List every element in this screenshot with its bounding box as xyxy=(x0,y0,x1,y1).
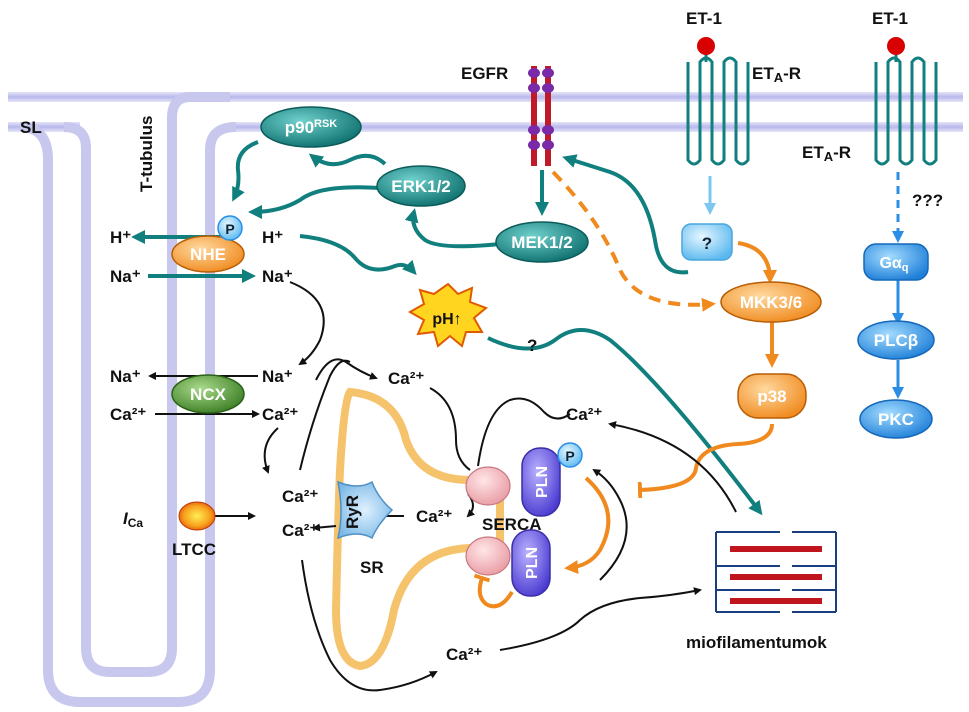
mkk-label: MKK3/6 xyxy=(740,293,802,312)
myofilaments xyxy=(715,531,837,613)
myofilaments-label: miofilamentumok xyxy=(686,633,827,652)
pln-top: PLN xyxy=(521,447,561,517)
unknown-qqq-label: ??? xyxy=(912,191,943,210)
nhe-label: NHE xyxy=(190,245,226,264)
na-left-label: Na⁺ xyxy=(110,267,141,286)
plcb-label: PLCβ xyxy=(874,331,918,350)
p38-node: p38 xyxy=(737,373,807,419)
eta-receptor-2 xyxy=(874,37,938,166)
pln-top-label: PLN xyxy=(534,466,551,498)
erk-label: ERK1/2 xyxy=(391,177,451,196)
h-left-label: H⁺ xyxy=(110,228,131,247)
mek-node: MEK1/2 xyxy=(495,221,589,263)
et1-ligand-1 xyxy=(697,37,715,55)
ryr-label: RyR xyxy=(343,495,362,529)
unknown-q-label: ? xyxy=(527,336,537,355)
arrow-na-to-ncx xyxy=(289,281,325,366)
arrow-p90rsk-to-nhe xyxy=(232,140,259,202)
arrow-h-to-ph xyxy=(299,234,417,275)
h-right-label: H⁺ xyxy=(262,228,283,247)
line-ca-up xyxy=(299,359,351,471)
eta-receptor-1 xyxy=(686,37,750,166)
q-box-label: ? xyxy=(702,234,712,253)
na-ncx-right-label: Na⁺ xyxy=(262,367,293,386)
arrow-erk-to-p90rsk xyxy=(308,153,387,168)
sr-label: SR xyxy=(360,558,384,577)
pln-bottom: PLN xyxy=(511,529,551,597)
pln-bottom-label: PLN xyxy=(524,547,541,579)
p-pln-label: P xyxy=(565,448,574,464)
egfr-receptor xyxy=(528,66,554,166)
ica-label: ICa xyxy=(123,509,143,530)
arrow-ca-to-top xyxy=(315,358,378,381)
erk-node: ERK1/2 xyxy=(376,165,466,207)
ca-ncx-right-label: Ca²⁺ xyxy=(262,405,298,424)
ltcc-label: LTCC xyxy=(172,540,216,559)
et1-label-1: ET-1 xyxy=(686,9,722,28)
p-label: P xyxy=(225,221,234,237)
et1-ligand-2 xyxy=(887,37,905,55)
ncx-node: NCX xyxy=(171,374,245,414)
arrow-pln-cycle xyxy=(564,476,611,575)
svg-text:Gαq: Gαq xyxy=(879,255,908,274)
nhe-node: NHE xyxy=(171,235,245,273)
serca-pump-bottom xyxy=(465,536,511,576)
ca-bottom-label: Ca²⁺ xyxy=(446,645,482,664)
et1-label-2: ET-1 xyxy=(872,9,908,28)
ca-ncx-left-label: Ca²⁺ xyxy=(110,405,146,424)
arrow-erk-to-nhe xyxy=(248,185,381,219)
arrow-ryr-release xyxy=(312,523,337,532)
inhibit-p38-to-pln xyxy=(637,423,774,499)
arrow-pln-cycle-black xyxy=(592,468,628,581)
eta-r-label-side: ETA-R xyxy=(802,143,851,164)
ltcc-node xyxy=(178,501,216,531)
mkk36-node: MKK3/6 xyxy=(720,281,822,323)
serca-pump-top xyxy=(465,466,511,506)
ryr-channel: RyR xyxy=(336,480,394,540)
na-ncx-left-label: Na⁺ xyxy=(110,367,141,386)
eta-r-label-top: ETA-R xyxy=(752,64,801,85)
p38-label: p38 xyxy=(757,387,786,406)
line-serca-to-ca xyxy=(477,397,571,467)
ca-ryr-label-1: Ca²⁺ xyxy=(282,487,318,506)
ca-right-label: Ca²⁺ xyxy=(566,405,602,424)
sl-label: SL xyxy=(20,118,42,137)
arrow-ca-down xyxy=(262,427,279,474)
sarcolemma-membrane xyxy=(8,92,963,707)
na-right-label: Na⁺ xyxy=(262,267,293,286)
unknown-mediator-box: ? xyxy=(681,223,733,261)
arrow-ca-to-myofil xyxy=(499,587,702,651)
mek-label: MEK1/2 xyxy=(511,233,572,252)
pkc-label: PKC xyxy=(878,410,914,429)
plcb-node: PLCβ xyxy=(857,320,935,360)
arrow-egfr-to-mkk-dashed xyxy=(551,170,716,312)
phospho-nhe-badge: P xyxy=(217,215,243,241)
ca-top-label: Ca²⁺ xyxy=(388,369,424,388)
ca-serca-out-label: Ca²⁺ xyxy=(416,507,452,526)
arrow-q-to-mkk xyxy=(737,241,777,284)
arrow-ph-to-myofilaments xyxy=(487,328,763,516)
line-ca-top-to-serca xyxy=(429,387,471,471)
p90rsk-node: p90RSK xyxy=(260,106,362,148)
ncx-label: NCX xyxy=(190,385,227,404)
egfr-label: EGFR xyxy=(461,64,508,83)
arrow-to-egfr xyxy=(562,154,689,275)
arrow-myofil-to-ca xyxy=(608,421,737,513)
arrow-ca-to-bottom xyxy=(301,559,438,692)
ca-ryr-label-2: Ca²⁺ xyxy=(282,521,318,540)
ph-label: pH↑ xyxy=(432,311,461,328)
serca-label: SERCA xyxy=(482,515,542,534)
inhibit-pln-serca xyxy=(473,573,514,609)
gaq-node: Gαq xyxy=(863,243,929,281)
pkc-node: PKC xyxy=(859,399,933,439)
t-tubulus-label: T-tubulus xyxy=(137,116,156,192)
ph-burst: pH↑ xyxy=(407,282,488,348)
phospho-pln-badge: P xyxy=(557,442,583,468)
arrow-mek-to-erk xyxy=(404,208,501,249)
